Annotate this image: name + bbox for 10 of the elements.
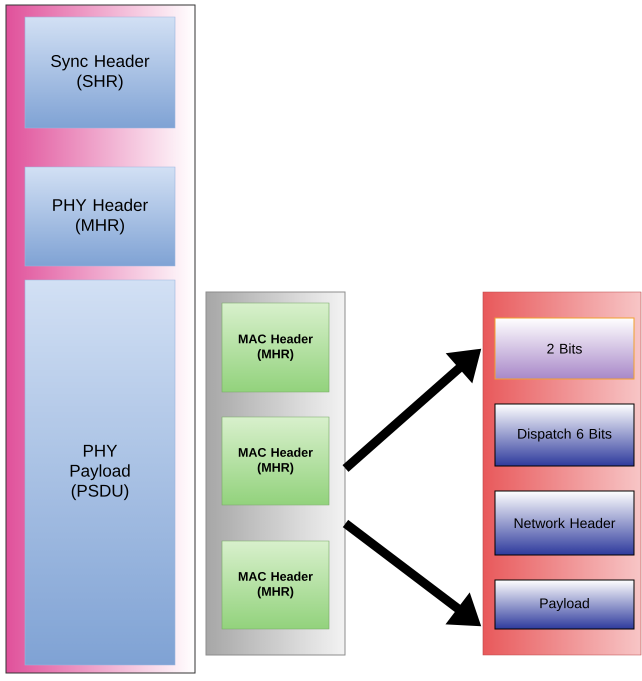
field-box: PHY Payload (PSDU) xyxy=(24,280,176,666)
field-box: Dispatch 6 Bits xyxy=(494,404,634,466)
field-box: MAC Header (MHR) xyxy=(222,540,330,630)
field-box: MAC Header (MHR) xyxy=(222,302,330,392)
field-box: MAC Header (MHR) xyxy=(222,416,330,506)
field-box: PHY Header (MHR) xyxy=(24,166,176,266)
field-box: 2 Bits xyxy=(494,318,634,380)
field-box: Network Header xyxy=(494,490,634,556)
field-box: Payload xyxy=(494,580,634,630)
field-box: Sync Header (SHR) xyxy=(24,16,176,128)
